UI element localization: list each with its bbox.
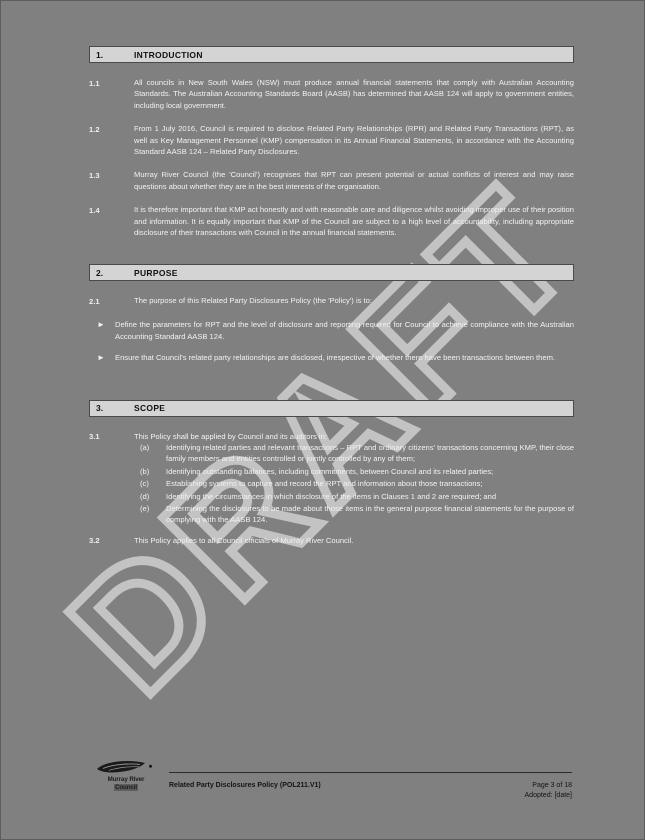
page-footer: Murray River Council Related Party Discl…	[89, 761, 572, 803]
clause-number: 3.2	[89, 536, 100, 546]
list-item-text: Establishing systems to capture and reco…	[166, 479, 483, 489]
purpose-bullet-list: ► Define the parameters for RPT and the …	[89, 319, 574, 363]
list-item: (a) Identifying related parties and rele…	[134, 442, 574, 465]
clause-text: All councils in New South Wales (NSW) mu…	[134, 78, 574, 110]
clause-3-1: 3.1 This Policy shall be applied by Coun…	[89, 431, 574, 527]
list-item-label: (e)	[140, 504, 150, 514]
section-number: 2.	[96, 267, 104, 278]
list-item: (c) Establishing systems to capture and …	[134, 478, 574, 489]
clause-number: 1.3	[89, 170, 100, 180]
list-item-text: Identifying outstanding balances, includ…	[166, 466, 494, 476]
triangle-bullet-icon: ►	[97, 320, 105, 330]
section-title: SCOPE	[134, 403, 166, 414]
clause-1-1: 1.1 All councils in New South Wales (NSW…	[89, 77, 574, 111]
clause-text: The purpose of this Related Party Disclo…	[134, 296, 372, 306]
scope-alpha-list: (a) Identifying related parties and rele…	[134, 442, 574, 526]
section-introduction: 1. INTRODUCTION 1.1 All councils in New …	[89, 46, 574, 238]
council-logo: Murray River Council	[89, 760, 163, 791]
section-purpose: 2. PURPOSE 2.1 The purpose of this Relat…	[89, 264, 574, 363]
clause-number: 1.4	[89, 205, 100, 215]
spacer	[89, 380, 574, 400]
list-item: (b) Identifying outstanding balances, in…	[134, 466, 574, 477]
list-item-text: Identifying the circumstances in which d…	[166, 491, 497, 501]
section-heading-purpose: 2. PURPOSE	[89, 264, 574, 282]
clause-number: 1.2	[89, 124, 100, 134]
list-item: ► Ensure that Council's related party re…	[89, 352, 574, 363]
footer-divider	[169, 772, 572, 774]
section-number: 3.	[96, 403, 104, 414]
bullet-text: Define the parameters for RPT and the le…	[115, 320, 574, 341]
clause-3-2: 3.2 This Policy applies to all Council o…	[89, 535, 574, 547]
list-item-label: (b)	[140, 466, 150, 476]
section-heading-introduction: 1. INTRODUCTION	[89, 46, 574, 63]
triangle-bullet-icon: ►	[97, 353, 105, 363]
section-title: INTRODUCTION	[134, 49, 203, 60]
clause-number: 1.1	[89, 78, 100, 88]
footer-meta: Page 3 of 18 Adopted: [date]	[525, 781, 572, 801]
list-item: (e) Determining the disclosures to be ma…	[134, 503, 574, 526]
section-heading-scope: 3. SCOPE	[89, 399, 574, 417]
clause-1-2: 1.2 From 1 July 2016, Council is require…	[89, 123, 574, 157]
adopted-date: Adopted: [date]	[524, 792, 572, 800]
list-item-text: Identifying related parties and relevant…	[166, 443, 574, 464]
leaf-icon	[95, 760, 157, 775]
footer-row: Related Party Disclosures Policy (POL211…	[169, 781, 572, 801]
list-item-label: (d)	[140, 491, 150, 501]
section-number: 1.	[96, 49, 104, 60]
clause-2-1: 2.1 The purpose of this Related Party Di…	[89, 295, 574, 307]
section-scope: 3. SCOPE 3.1 This Policy shall be applie…	[89, 399, 574, 547]
bullet-text: Ensure that Council's related party rela…	[115, 353, 556, 363]
clause-1-4: 1.4 It is therefore important that KMP a…	[89, 204, 574, 238]
clause-number: 3.1	[89, 432, 100, 442]
spacer	[89, 250, 574, 264]
list-item-label: (a)	[140, 443, 150, 452]
logo-name: Murray River Council	[89, 776, 163, 791]
list-item-label: (c)	[140, 479, 149, 489]
clause-1-3: 1.3 Murray River Council (the 'Council')…	[89, 169, 574, 192]
clause-text: This Policy applies to all Council offic…	[134, 535, 354, 545]
logo-name-line2: Council	[114, 783, 138, 791]
section-title: PURPOSE	[134, 267, 178, 278]
clause-text: It is therefore important that KMP act h…	[134, 205, 574, 238]
page-number: Page 3 of 18	[532, 782, 572, 790]
clause-text: Murray River Council (the 'Council') rec…	[134, 170, 574, 191]
list-item: ► Define the parameters for RPT and the …	[89, 319, 574, 342]
list-item: (d) Identifying the circumstances in whi…	[134, 491, 574, 502]
clause-text: From 1 July 2016, Council is required to…	[134, 124, 574, 157]
footer-document-title: Related Party Disclosures Policy (POL211…	[169, 782, 321, 790]
logo-name-line1: Murray River	[107, 776, 145, 784]
footer-body: Related Party Disclosures Policy (POL211…	[163, 772, 572, 801]
clause-text: This Policy shall be applied by Council …	[134, 431, 327, 441]
clause-number: 2.1	[89, 296, 100, 306]
list-item-text: Determining the disclosures to be made a…	[166, 504, 574, 525]
